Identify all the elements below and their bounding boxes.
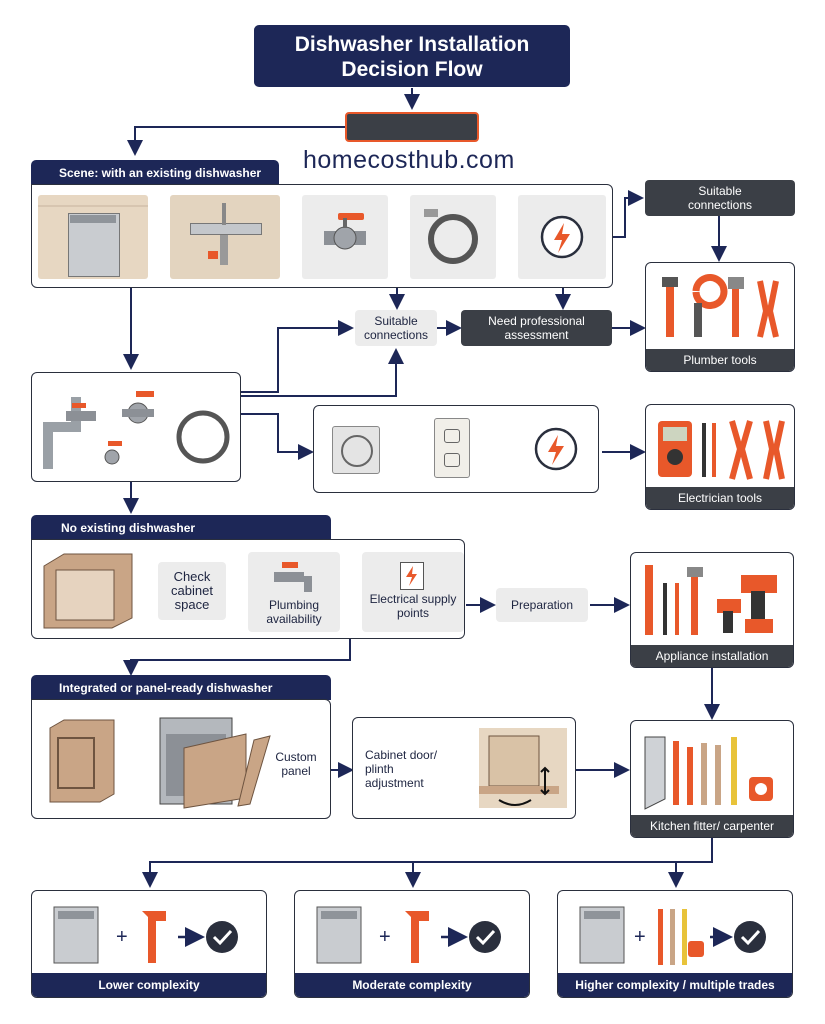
moderate-complexity-icons: + xyxy=(316,906,501,964)
electrician-tools-label: Electrician tools xyxy=(646,487,794,509)
hose-image xyxy=(410,195,496,279)
electric-bolt-small-icon xyxy=(400,562,424,590)
no-existing-header: No existing dishwasher xyxy=(31,515,331,540)
electrician-tools-box: Electrician tools xyxy=(645,404,795,510)
cabinet-door-icon xyxy=(49,719,115,803)
preparation-step: Preparation xyxy=(496,588,588,622)
electrician-tools-icon xyxy=(658,420,785,480)
electrical-supply-card: Electrical supply points xyxy=(362,552,464,632)
outcome-higher-label: Higher complexity / multiple trades xyxy=(558,973,792,997)
empty-cabinet-icon xyxy=(43,553,133,629)
suitable-connections-mid: Suitable connections xyxy=(355,310,437,346)
outcome-moderate-label: Moderate complexity xyxy=(295,973,529,997)
check-cabinet-space: Check cabinet space xyxy=(158,562,226,620)
need-professional-assessment: Need professional assessment xyxy=(461,310,612,346)
svg-text:+: + xyxy=(379,926,391,948)
title-line-1: Dishwasher Installation xyxy=(294,33,530,56)
outlet-image xyxy=(434,418,470,478)
installation-tools-icon xyxy=(645,565,777,635)
lower-complexity-icons: + xyxy=(53,906,238,964)
existing-plumbing-box xyxy=(31,372,241,482)
plumber-tools-box: Plumber tools xyxy=(645,262,795,372)
electrical-supply-label: Electrical supply points xyxy=(369,592,457,620)
outcome-moderate: + Moderate complexity xyxy=(294,890,530,998)
outcome-higher: + Higher complexity / multiple trades xyxy=(557,890,793,998)
electric-bolt-icon xyxy=(534,427,578,471)
socket-image xyxy=(332,426,380,474)
outcome-lower-label: Lower complexity xyxy=(32,973,266,997)
plumbing-parts-icon xyxy=(43,391,230,469)
faucet-icon xyxy=(274,562,312,592)
outcome-lower: + Lower complexity xyxy=(31,890,267,998)
plumber-tools-label: Plumber tools xyxy=(646,349,794,371)
plumbing-availability-card: Plumbing availability xyxy=(248,552,340,632)
higher-complexity-icons: + xyxy=(579,906,766,965)
kitchen-dishwasher-image xyxy=(38,195,148,279)
scene-existing-panel xyxy=(31,184,613,288)
page-title: Dishwasher Installation Decision Flow xyxy=(254,25,570,87)
appliance-installation-box: Appliance installation xyxy=(630,552,794,668)
svg-text:+: + xyxy=(116,926,128,948)
integrated-panel: Custom panel xyxy=(31,699,331,819)
svg-text:+: + xyxy=(634,926,646,948)
carpentry-tools-icon xyxy=(644,736,773,810)
suitable-connections-top: Suitable connections xyxy=(645,180,795,216)
title-line-2: Decision Flow xyxy=(341,58,483,81)
electrical-check-box xyxy=(313,405,599,493)
watermark-text: homecosthub.com xyxy=(303,146,515,174)
plinth-adjust-icon xyxy=(479,728,567,808)
sink-image xyxy=(170,195,280,279)
electric-image xyxy=(518,195,606,279)
valve-image xyxy=(302,195,388,279)
start-bar xyxy=(345,112,479,142)
scene-existing-header: Scene: with an existing dishwasher xyxy=(31,160,279,185)
appliance-installation-label: Appliance installation xyxy=(631,645,793,667)
no-existing-panel: Check cabinet space Plumbing availabilit… xyxy=(31,539,465,639)
plumbing-availability-label: Plumbing availability xyxy=(266,598,322,626)
cabinet-adjust-label: Cabinet door/ plinth adjustment xyxy=(365,748,438,790)
kitchen-fitter-box: Kitchen fitter/ carpenter xyxy=(630,720,794,838)
cabinet-adjust-box: Cabinet door/ plinth adjustment xyxy=(352,717,576,819)
kitchen-fitter-label: Kitchen fitter/ carpenter xyxy=(631,815,793,837)
plumber-tools-icon xyxy=(662,274,779,338)
panel-ready-dishwasher-icon xyxy=(159,717,271,809)
integrated-header: Integrated or panel-ready dishwasher xyxy=(31,675,331,700)
custom-panel-label: Custom panel xyxy=(275,750,317,778)
